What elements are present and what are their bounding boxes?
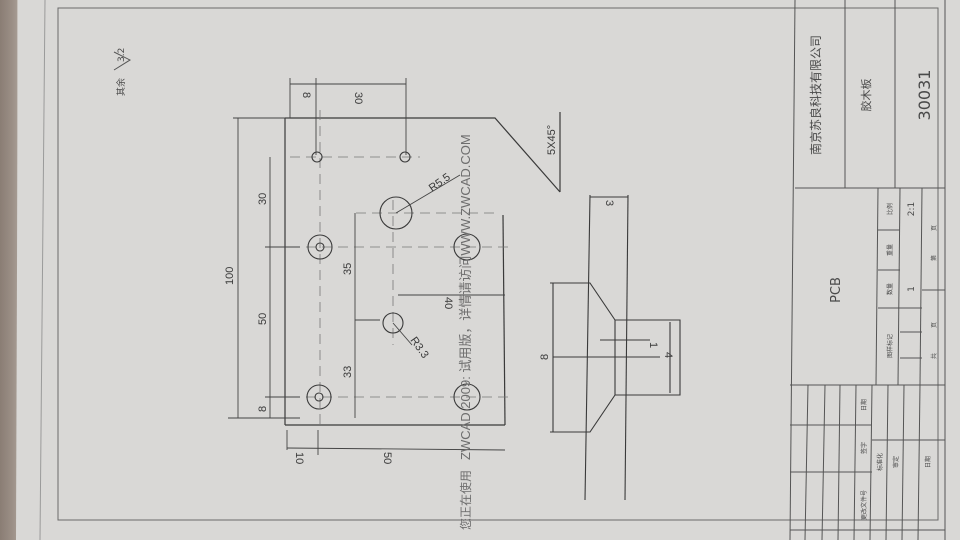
- dim-left-30: 30: [257, 193, 269, 205]
- part-plan-view: [284, 112, 561, 426]
- drawing-number: 30031: [915, 70, 934, 121]
- total-label: 共: [930, 353, 938, 359]
- holes: [306, 151, 481, 411]
- rev-standardization: 标准化: [876, 453, 884, 471]
- dim-inner-40: 40: [442, 297, 454, 309]
- material-label: 胶木板: [859, 79, 873, 112]
- sheet-label: 第: [930, 255, 938, 261]
- rev-signature: 签字: [860, 442, 868, 454]
- section-dim-3: 3: [603, 200, 615, 206]
- header-mark: 图样标记: [886, 334, 894, 358]
- watermark-prefix: 您正在使用: [458, 470, 473, 530]
- dimension-lines: [228, 78, 506, 455]
- quantity-value: 1: [907, 286, 917, 292]
- rev-date2: 日期: [924, 456, 932, 468]
- dim-bottom-10: 10: [293, 452, 305, 464]
- dim-inner-35: 35: [342, 263, 354, 275]
- roughness-symbol-icon: [113, 51, 132, 71]
- rev-date: 日期: [860, 399, 868, 411]
- part-name: PCB: [829, 277, 844, 303]
- scale-value: 2:1: [907, 202, 917, 216]
- dim-inner-33: 33: [342, 366, 354, 378]
- section-dim-8: 8: [539, 354, 551, 360]
- dim-top-30: 30: [352, 92, 364, 104]
- dim-top-8: 8: [300, 92, 312, 98]
- chamfer-label: 5X45°: [546, 125, 558, 155]
- sheet-page-label: 页: [931, 225, 938, 231]
- header-weight: 重量: [886, 244, 894, 256]
- total-page-label: 页: [931, 322, 938, 328]
- surface-finish-value: 3.2: [117, 48, 127, 62]
- section-dim-1: 1: [647, 342, 659, 348]
- rev-review: 审定: [892, 456, 900, 468]
- company-name: 南京苏良科技有限公司: [808, 35, 823, 155]
- dim-left-8: 8: [257, 406, 269, 412]
- dim-left-50: 50: [257, 313, 269, 325]
- surface-finish-note: 其余: [115, 78, 127, 96]
- dim-overall-100: 100: [224, 267, 236, 285]
- dim-bottom-50: 50: [381, 452, 393, 464]
- section-dim-4: 4: [662, 352, 674, 358]
- watermark: ZWCAD 2009: 试用版，详情请访问WWW.ZWCAD.COM: [458, 134, 473, 460]
- header-scale: 比例: [886, 203, 894, 215]
- rev-change-doc: 更改文件号: [860, 490, 868, 520]
- section-view: [550, 194, 681, 501]
- header-quantity: 数量: [886, 283, 894, 295]
- title-block: [789, 0, 946, 540]
